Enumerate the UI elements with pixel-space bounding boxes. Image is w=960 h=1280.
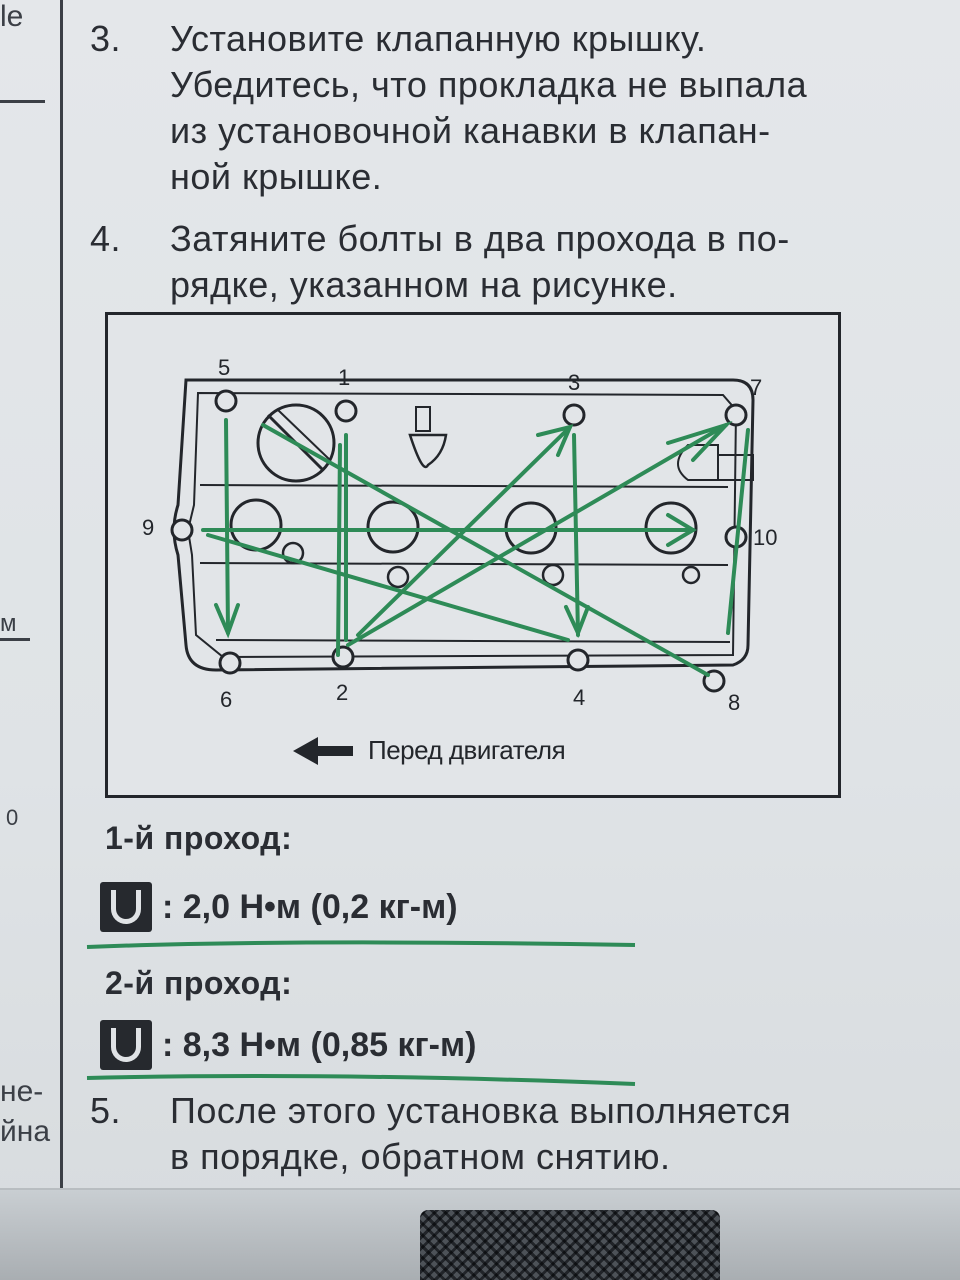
bolt-6 xyxy=(218,651,242,675)
bolt-label-8: 8 xyxy=(728,690,741,715)
torque-value: : 2,0 Н•м (0,2 кг-м) xyxy=(162,888,458,926)
torque-value: : 8,3 Н•м (0,85 кг-м) xyxy=(162,1026,477,1064)
tightening-sequence-arrows xyxy=(201,418,750,677)
step-text: Затяните болты в два прохода в по- рядке… xyxy=(170,218,790,305)
bolt-5 xyxy=(214,389,238,413)
front-of-engine-label: Перед двигателя xyxy=(368,735,566,765)
valve-cover-outline xyxy=(172,378,755,672)
bolt-label-10: 10 xyxy=(753,525,778,550)
step-number: 3. xyxy=(90,18,122,59)
torque-wrench-icon xyxy=(100,1020,152,1070)
step-text: После этого установка выполняется в поря… xyxy=(170,1090,792,1177)
adjacent-fragment: не- xyxy=(0,1075,44,1108)
adjacent-fragment: м xyxy=(0,610,30,641)
rib xyxy=(199,484,729,488)
arrow-left-icon xyxy=(293,737,353,765)
bolt-7 xyxy=(724,403,748,427)
bolt-4 xyxy=(566,648,590,672)
adjacent-fragment: 0 xyxy=(6,805,19,830)
spark-plug-well xyxy=(366,500,420,554)
torque-wrench-icon xyxy=(100,882,152,932)
valve-cover-drawing xyxy=(170,378,755,765)
pass-1-title: 1-й проход: xyxy=(105,820,293,856)
rib xyxy=(215,639,731,643)
bolt-1 xyxy=(334,399,358,423)
rib xyxy=(199,562,729,566)
bolt-label-7: 7 xyxy=(750,375,763,400)
bolt-label-9: 9 xyxy=(142,515,155,540)
bolt-2 xyxy=(331,645,355,669)
bolt-label-3: 3 xyxy=(568,370,581,395)
step-number: 5. xyxy=(90,1090,122,1131)
step-text: Установите клапанную крышку. Убедитесь, … xyxy=(170,18,808,197)
bolt-label-1: 1 xyxy=(338,365,351,390)
bolt-label-4: 4 xyxy=(573,685,586,710)
bolt-9 xyxy=(170,518,194,542)
bolt-label-5: 5 xyxy=(218,355,231,380)
oil-filler-cap xyxy=(256,403,336,483)
adjacent-column: le м 0 не- йна xyxy=(0,0,63,1200)
adjacent-fragment: le xyxy=(0,0,24,33)
page-edge xyxy=(0,1188,960,1191)
divider xyxy=(0,100,45,103)
bolt-holes xyxy=(170,389,748,693)
valve-cover-inner-outline xyxy=(186,391,738,659)
adjacent-fragment: йна xyxy=(0,1115,51,1148)
bolt-tightening-diagram: 5 1 3 7 9 10 6 2 4 8 Перед двигателя xyxy=(105,312,841,798)
knurled-tool-handle xyxy=(420,1210,720,1280)
green-underline xyxy=(86,1074,636,1086)
breather-fitting xyxy=(408,433,448,469)
bolt-3 xyxy=(562,403,586,427)
bolt-label-2: 2 xyxy=(336,680,349,705)
green-underline xyxy=(86,940,636,949)
step-number: 4. xyxy=(90,218,122,259)
bolt-label-6: 6 xyxy=(220,687,233,712)
pass-2-title: 2-й проход: xyxy=(105,965,293,1001)
